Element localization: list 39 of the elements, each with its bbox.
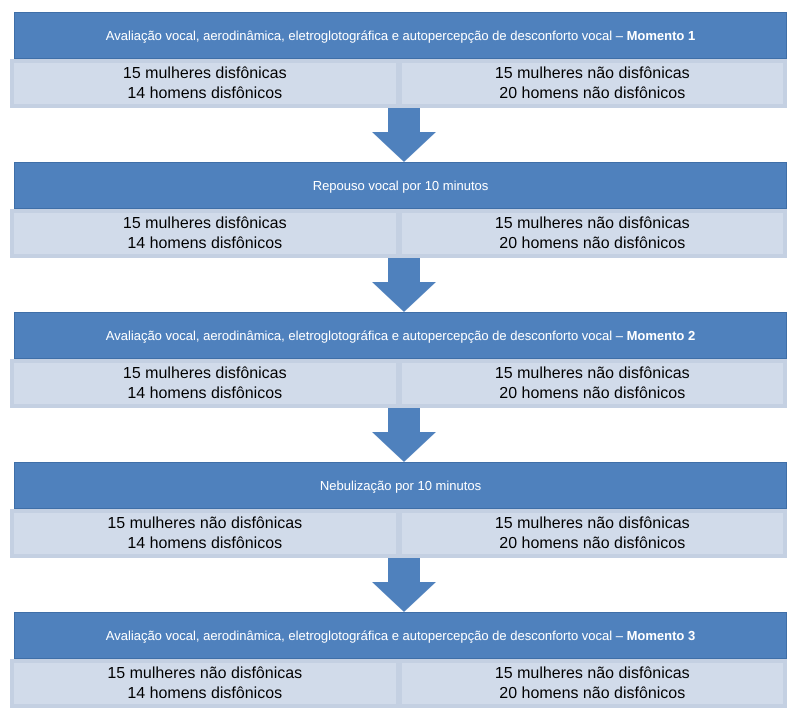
group-panel xyxy=(10,509,787,558)
group-count: 15 mulheres não disfônicas xyxy=(494,364,690,384)
group-panel xyxy=(10,359,787,408)
group-count: 15 mulheres disfônicas xyxy=(122,214,287,234)
step-title: Avaliação vocal, aerodinâmica, eletroglotográfica e autopercepção de desconforto vocal – Momento 3 xyxy=(106,626,696,645)
step-title: Avaliação vocal, aerodinâmica, eletroglotográfica e autopercepção de desconforto vocal – Momento 2 xyxy=(106,326,696,345)
group-count: 15 mulheres não disfônicas xyxy=(494,664,690,684)
step-title: Avaliação vocal, aerodinâmica, eletroglotográfica e autopercepção de desconforto vocal – Momento 1 xyxy=(106,26,696,45)
group-count: 14 homens disfônicos xyxy=(127,234,282,254)
step-header xyxy=(14,12,787,59)
group-count: 20 homens não disfônicos xyxy=(499,384,686,404)
group-count: 15 mulheres disfônicas xyxy=(122,364,287,384)
group-count: 14 homens disfônicos xyxy=(127,84,282,104)
block-arrow xyxy=(372,108,436,162)
step-title: Repouso vocal por 10 minutos xyxy=(312,176,488,195)
step-header xyxy=(14,162,787,209)
group-count: 14 homens disfônicos xyxy=(127,534,282,554)
step-header xyxy=(14,612,787,659)
block-arrow xyxy=(372,558,436,612)
block-arrow xyxy=(372,408,436,462)
group-panel xyxy=(10,209,787,258)
group-count: 15 mulheres não disfônicas xyxy=(494,64,690,84)
group-count: 15 mulheres não disfônicas xyxy=(494,514,690,534)
group-count: 14 homens disfônicos xyxy=(127,384,282,404)
group-panel xyxy=(10,59,787,108)
step-header xyxy=(14,462,787,509)
group-count: 20 homens não disfônicos xyxy=(499,684,686,704)
group-count: 14 homens disfônicos xyxy=(127,684,282,704)
step-header xyxy=(14,312,787,359)
group-count: 20 homens não disfônicos xyxy=(499,234,686,254)
group-count: 15 mulheres não disfônicas xyxy=(107,514,302,534)
group-count: 20 homens não disfônicos xyxy=(499,534,686,554)
group-panel xyxy=(10,659,787,708)
step-title: Nebulização por 10 minutos xyxy=(320,476,482,495)
group-count: 15 mulheres disfônicas xyxy=(122,64,287,84)
block-arrow xyxy=(372,258,436,312)
group-count: 15 mulheres não disfônicas xyxy=(494,214,690,234)
group-count: 20 homens não disfônicos xyxy=(499,84,686,104)
group-count: 15 mulheres não disfônicas xyxy=(107,664,302,684)
